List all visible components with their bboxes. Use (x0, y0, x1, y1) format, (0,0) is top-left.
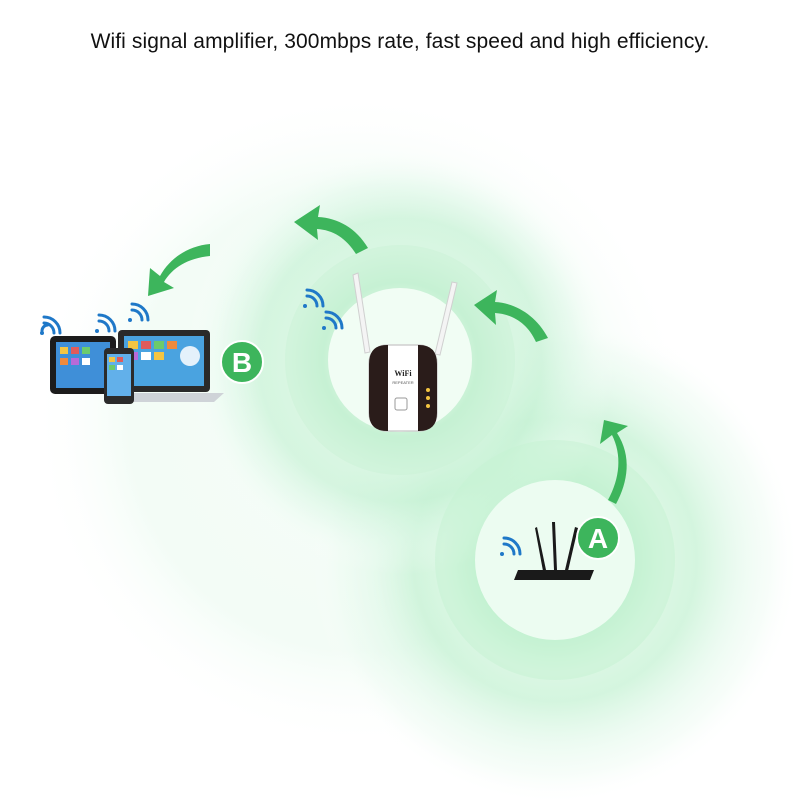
badge-b-label: B (232, 347, 252, 378)
badge-a: A (576, 516, 620, 560)
tablet-icon (50, 336, 116, 394)
headline: Wifi signal amplifier, 300mbps rate, fas… (90, 30, 710, 53)
badge-b: B (220, 340, 264, 384)
repeater-label-line1: WiFi (394, 369, 412, 378)
repeater-label-line2: REPEATER (392, 380, 413, 385)
signal-waves (30, 90, 800, 800)
wifi-icon (40, 288, 522, 556)
curved-arrow-icon (148, 205, 628, 504)
phone-icon (104, 348, 134, 404)
badge-a-label: A (588, 523, 608, 554)
router-icon (514, 522, 594, 580)
repeater-icon (352, 272, 458, 432)
